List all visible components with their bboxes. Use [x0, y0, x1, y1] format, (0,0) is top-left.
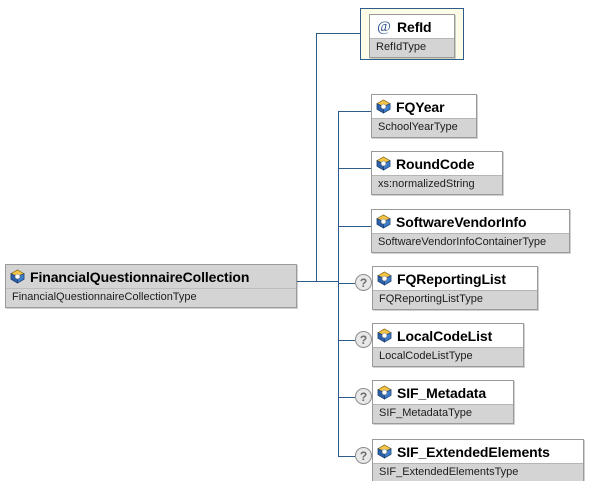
element-icon — [377, 328, 392, 343]
node-type-label: LocalCodeListType — [373, 347, 523, 366]
attribute-icon: @ — [377, 18, 391, 35]
node-name-row: LocalCodeList — [373, 324, 523, 347]
node-type-label: FinancialQuestionnaireCollectionType — [6, 288, 296, 307]
node-name-row: SoftwareVendorInfo — [372, 210, 569, 233]
element-icon — [376, 99, 391, 114]
node-fqreportinglist[interactable]: FQReportingList FQReportingListType — [372, 266, 538, 310]
node-type-label: xs:normalizedString — [372, 175, 502, 194]
node-type-label: RefIdType — [370, 38, 454, 57]
node-name-row: FinancialQuestionnaireCollection — [6, 265, 296, 288]
connector-child-fqyear — [338, 111, 371, 112]
node-name-row: FQYear — [372, 95, 476, 118]
connector-child-localcodelist — [338, 340, 355, 341]
node-label: SoftwareVendorInfo — [396, 213, 527, 230]
node-sif-metadata[interactable]: SIF_Metadata SIF_MetadataType — [372, 380, 514, 424]
connector-child-fqreportinglist — [338, 283, 355, 284]
connector-root-stem — [297, 281, 339, 282]
optional-badge-sif-metadata: ? — [355, 388, 372, 405]
element-icon — [376, 214, 391, 229]
node-roundcode[interactable]: RoundCode xs:normalizedString — [371, 151, 503, 195]
connector-child-roundcode — [338, 168, 371, 169]
node-type-label: SchoolYearType — [372, 118, 476, 137]
node-label: FQReportingList — [397, 270, 506, 287]
connector-child-sif-extendedelements — [338, 456, 355, 457]
node-sif-extendedelements[interactable]: SIF_ExtendedElements SIF_ExtendedElement… — [372, 439, 584, 481]
node-label: SIF_Metadata — [397, 384, 487, 401]
optional-badge-fqreportinglist: ? — [355, 274, 372, 291]
node-fqyear[interactable]: FQYear SchoolYearType — [371, 94, 477, 138]
element-icon — [377, 444, 392, 459]
node-label: LocalCodeList — [397, 327, 493, 344]
node-type-label: SIF_ExtendedElementsType — [373, 463, 583, 481]
optional-badge-localcodelist: ? — [355, 331, 372, 348]
node-type-label: FQReportingListType — [373, 290, 537, 309]
element-icon — [377, 271, 392, 286]
node-type-label: SoftwareVendorInfoContainerType — [372, 233, 569, 252]
optional-badge-sif-extendedelements: ? — [355, 447, 372, 464]
node-name-row: SIF_ExtendedElements — [373, 440, 583, 463]
node-softwarevendorinfo[interactable]: SoftwareVendorInfo SoftwareVendorInfoCon… — [371, 209, 570, 253]
node-refid[interactable]: @ RefId RefIdType — [369, 14, 455, 58]
node-financialquestionnairecollection[interactable]: FinancialQuestionnaireCollection Financi… — [5, 264, 297, 308]
node-name-row: FQReportingList — [373, 267, 537, 290]
node-name-row: SIF_Metadata — [373, 381, 513, 404]
element-icon — [377, 385, 392, 400]
node-label: FQYear — [396, 98, 445, 115]
connector-child-sif-metadata — [338, 397, 355, 398]
connector-attribute-vertical — [316, 33, 317, 282]
node-label: RefId — [397, 18, 432, 35]
connector-attribute-refid — [316, 33, 360, 34]
node-name-row: RoundCode — [372, 152, 502, 175]
node-label: SIF_ExtendedElements — [397, 443, 550, 460]
connector-child-softwarevendorinfo — [338, 226, 371, 227]
element-icon — [376, 156, 391, 171]
node-label: RoundCode — [396, 155, 475, 172]
node-localcodelist[interactable]: LocalCodeList LocalCodeListType — [372, 323, 524, 367]
node-label: FinancialQuestionnaireCollection — [30, 268, 250, 285]
element-icon — [10, 269, 25, 284]
node-name-row: @ RefId — [370, 15, 454, 38]
node-type-label: SIF_MetadataType — [373, 404, 513, 423]
connector-elements-spine — [338, 111, 339, 457]
